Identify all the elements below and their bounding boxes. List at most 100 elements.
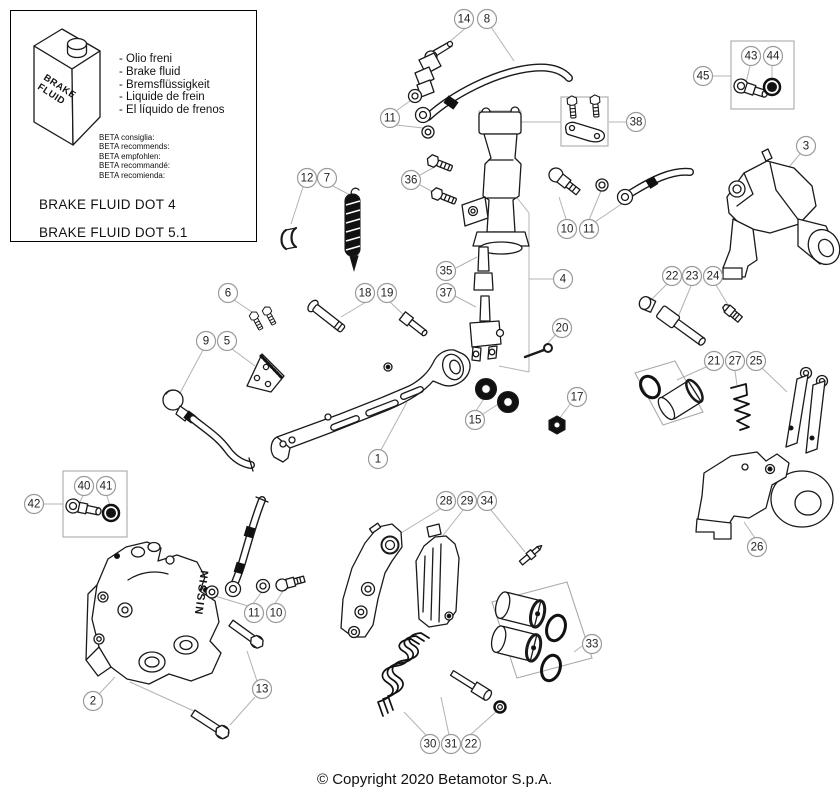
callout-3: 3 — [795, 135, 817, 157]
beta-recommendation-item: BETA recommends: — [99, 142, 170, 152]
callout-6: 6 — [217, 282, 239, 304]
callout-42: 42 — [23, 493, 45, 515]
callout-4: 4 — [552, 268, 574, 290]
part-brake-pedal-1 — [270, 349, 471, 463]
beta-recommendation-item: BETA empfohlen: — [99, 151, 161, 161]
part-clip-12 — [280, 226, 298, 251]
part-hanger-28 — [340, 522, 403, 639]
svg-text:13: 13 — [256, 684, 269, 696]
svg-text:18: 18 — [359, 288, 372, 300]
part-pin-19 — [398, 311, 428, 337]
svg-text:22: 22 — [666, 271, 679, 283]
part-boot-9 — [162, 389, 255, 472]
callout-5: 5 — [216, 330, 238, 352]
callout-10: 10 — [265, 602, 287, 624]
callout-10: 10 — [556, 218, 578, 240]
callout-2: 2 — [82, 690, 104, 712]
part-pad-spring-30 — [377, 632, 430, 717]
part-caliper-bracket-26 — [695, 451, 834, 540]
svg-text:34: 34 — [481, 496, 494, 508]
callout-7: 7 — [316, 167, 338, 189]
callout-34: 34 — [476, 490, 498, 512]
callout-8: 8 — [476, 8, 498, 30]
callout-1: 1 — [367, 448, 389, 470]
svg-text:12: 12 — [301, 173, 314, 185]
callout-41: 41 — [95, 475, 117, 497]
svg-text:10: 10 — [270, 608, 283, 620]
part-washer-11-rear — [595, 178, 609, 192]
callout-9: 9 — [195, 330, 217, 352]
part-cap-22-lower — [493, 700, 507, 714]
callout-11: 11 — [578, 218, 600, 240]
callout-11: 11 — [243, 602, 265, 624]
svg-text:7: 7 — [324, 173, 330, 185]
part-clevis-37 — [469, 295, 505, 362]
callout-11: 11 — [379, 107, 401, 129]
svg-text:11: 11 — [384, 113, 396, 125]
svg-text:19: 19 — [381, 288, 394, 300]
part-front-caliper-2: NISSIN — [85, 541, 222, 685]
part-pin-23 — [656, 305, 706, 346]
svg-text:25: 25 — [750, 356, 763, 368]
beta-recommendation-item: BETA recomienda: — [99, 170, 166, 180]
svg-text:35: 35 — [440, 266, 453, 278]
part-brake-hose-8 — [424, 63, 573, 121]
part-front-hose — [224, 496, 269, 598]
beta-recommendation-list: BETA consiglia: BETA recommends: BETA em… — [99, 133, 170, 180]
svg-text:15: 15 — [469, 415, 482, 427]
callout-20: 20 — [551, 317, 573, 339]
part-bleed-nipple-34 — [518, 544, 543, 566]
callout-43: 43 — [740, 45, 762, 67]
leader-lines — [44, 26, 801, 737]
svg-text:37: 37 — [440, 288, 453, 300]
svg-text:42: 42 — [28, 499, 41, 511]
callout-14: 14 — [453, 8, 475, 30]
part-pad-spring-27 — [730, 383, 751, 431]
fluid-name-item: - Olio freni — [119, 53, 173, 65]
svg-text:8: 8 — [484, 14, 490, 26]
svg-text:43: 43 — [745, 51, 758, 63]
callout-12: 12 — [296, 167, 318, 189]
svg-text:14: 14 — [458, 14, 471, 26]
part-washers-11-lower — [205, 578, 271, 599]
svg-text:1: 1 — [375, 454, 381, 466]
brake-fluid-bottle-drawing: BRAKE FLUID — [33, 28, 101, 146]
part-cap-41 — [101, 503, 121, 523]
fluid-name-item: - Brake fluid — [119, 65, 181, 78]
svg-text:38: 38 — [630, 117, 643, 129]
part-banjo-bolt-40 — [65, 498, 102, 516]
callout-19: 19 — [376, 282, 398, 304]
part-pin-31 — [449, 669, 493, 701]
fluid-name-list: - Olio freni - Brake fluid - Bremsflüssi… — [119, 53, 224, 117]
part-cap-44 — [762, 77, 782, 97]
callout-29: 29 — [456, 490, 478, 512]
part-banjo-bolt-43 — [733, 78, 769, 98]
svg-text:9: 9 — [203, 336, 209, 348]
callout-33: 33 — [581, 633, 603, 655]
svg-text:3: 3 — [803, 141, 809, 153]
svg-text:5: 5 — [224, 336, 230, 348]
callout-17: 17 — [566, 386, 588, 408]
beta-recommendation-item: BETA recommandé: — [99, 161, 170, 171]
part-pin-18 — [307, 299, 346, 333]
part-rear-hose-fitting — [616, 167, 694, 206]
callout-36: 36 — [400, 169, 422, 191]
fluid-name-item: - Liquide de frein — [119, 91, 205, 104]
group-box-38 — [560, 96, 609, 147]
callout-22: 22 — [661, 265, 683, 287]
svg-text:17: 17 — [571, 392, 584, 404]
svg-text:23: 23 — [686, 271, 699, 283]
svg-text:45: 45 — [697, 71, 710, 83]
callout-30: 30 — [419, 733, 441, 755]
group-box-45 — [730, 40, 795, 110]
fluid-name-item: - Bremsflüssigkeit — [119, 78, 210, 91]
callout-13: 13 — [251, 678, 273, 700]
part-piston-seal-kit-33 — [490, 591, 567, 683]
part-bolt-13a — [228, 619, 264, 649]
fluid-name-item: - El líquido de frenos — [119, 104, 225, 117]
svg-text:40: 40 — [78, 481, 91, 493]
group-box-21 — [634, 360, 704, 426]
callout-21: 21 — [703, 350, 725, 372]
callout-25: 25 — [745, 350, 767, 372]
part-banjo-bolt-10-lower — [275, 575, 306, 592]
